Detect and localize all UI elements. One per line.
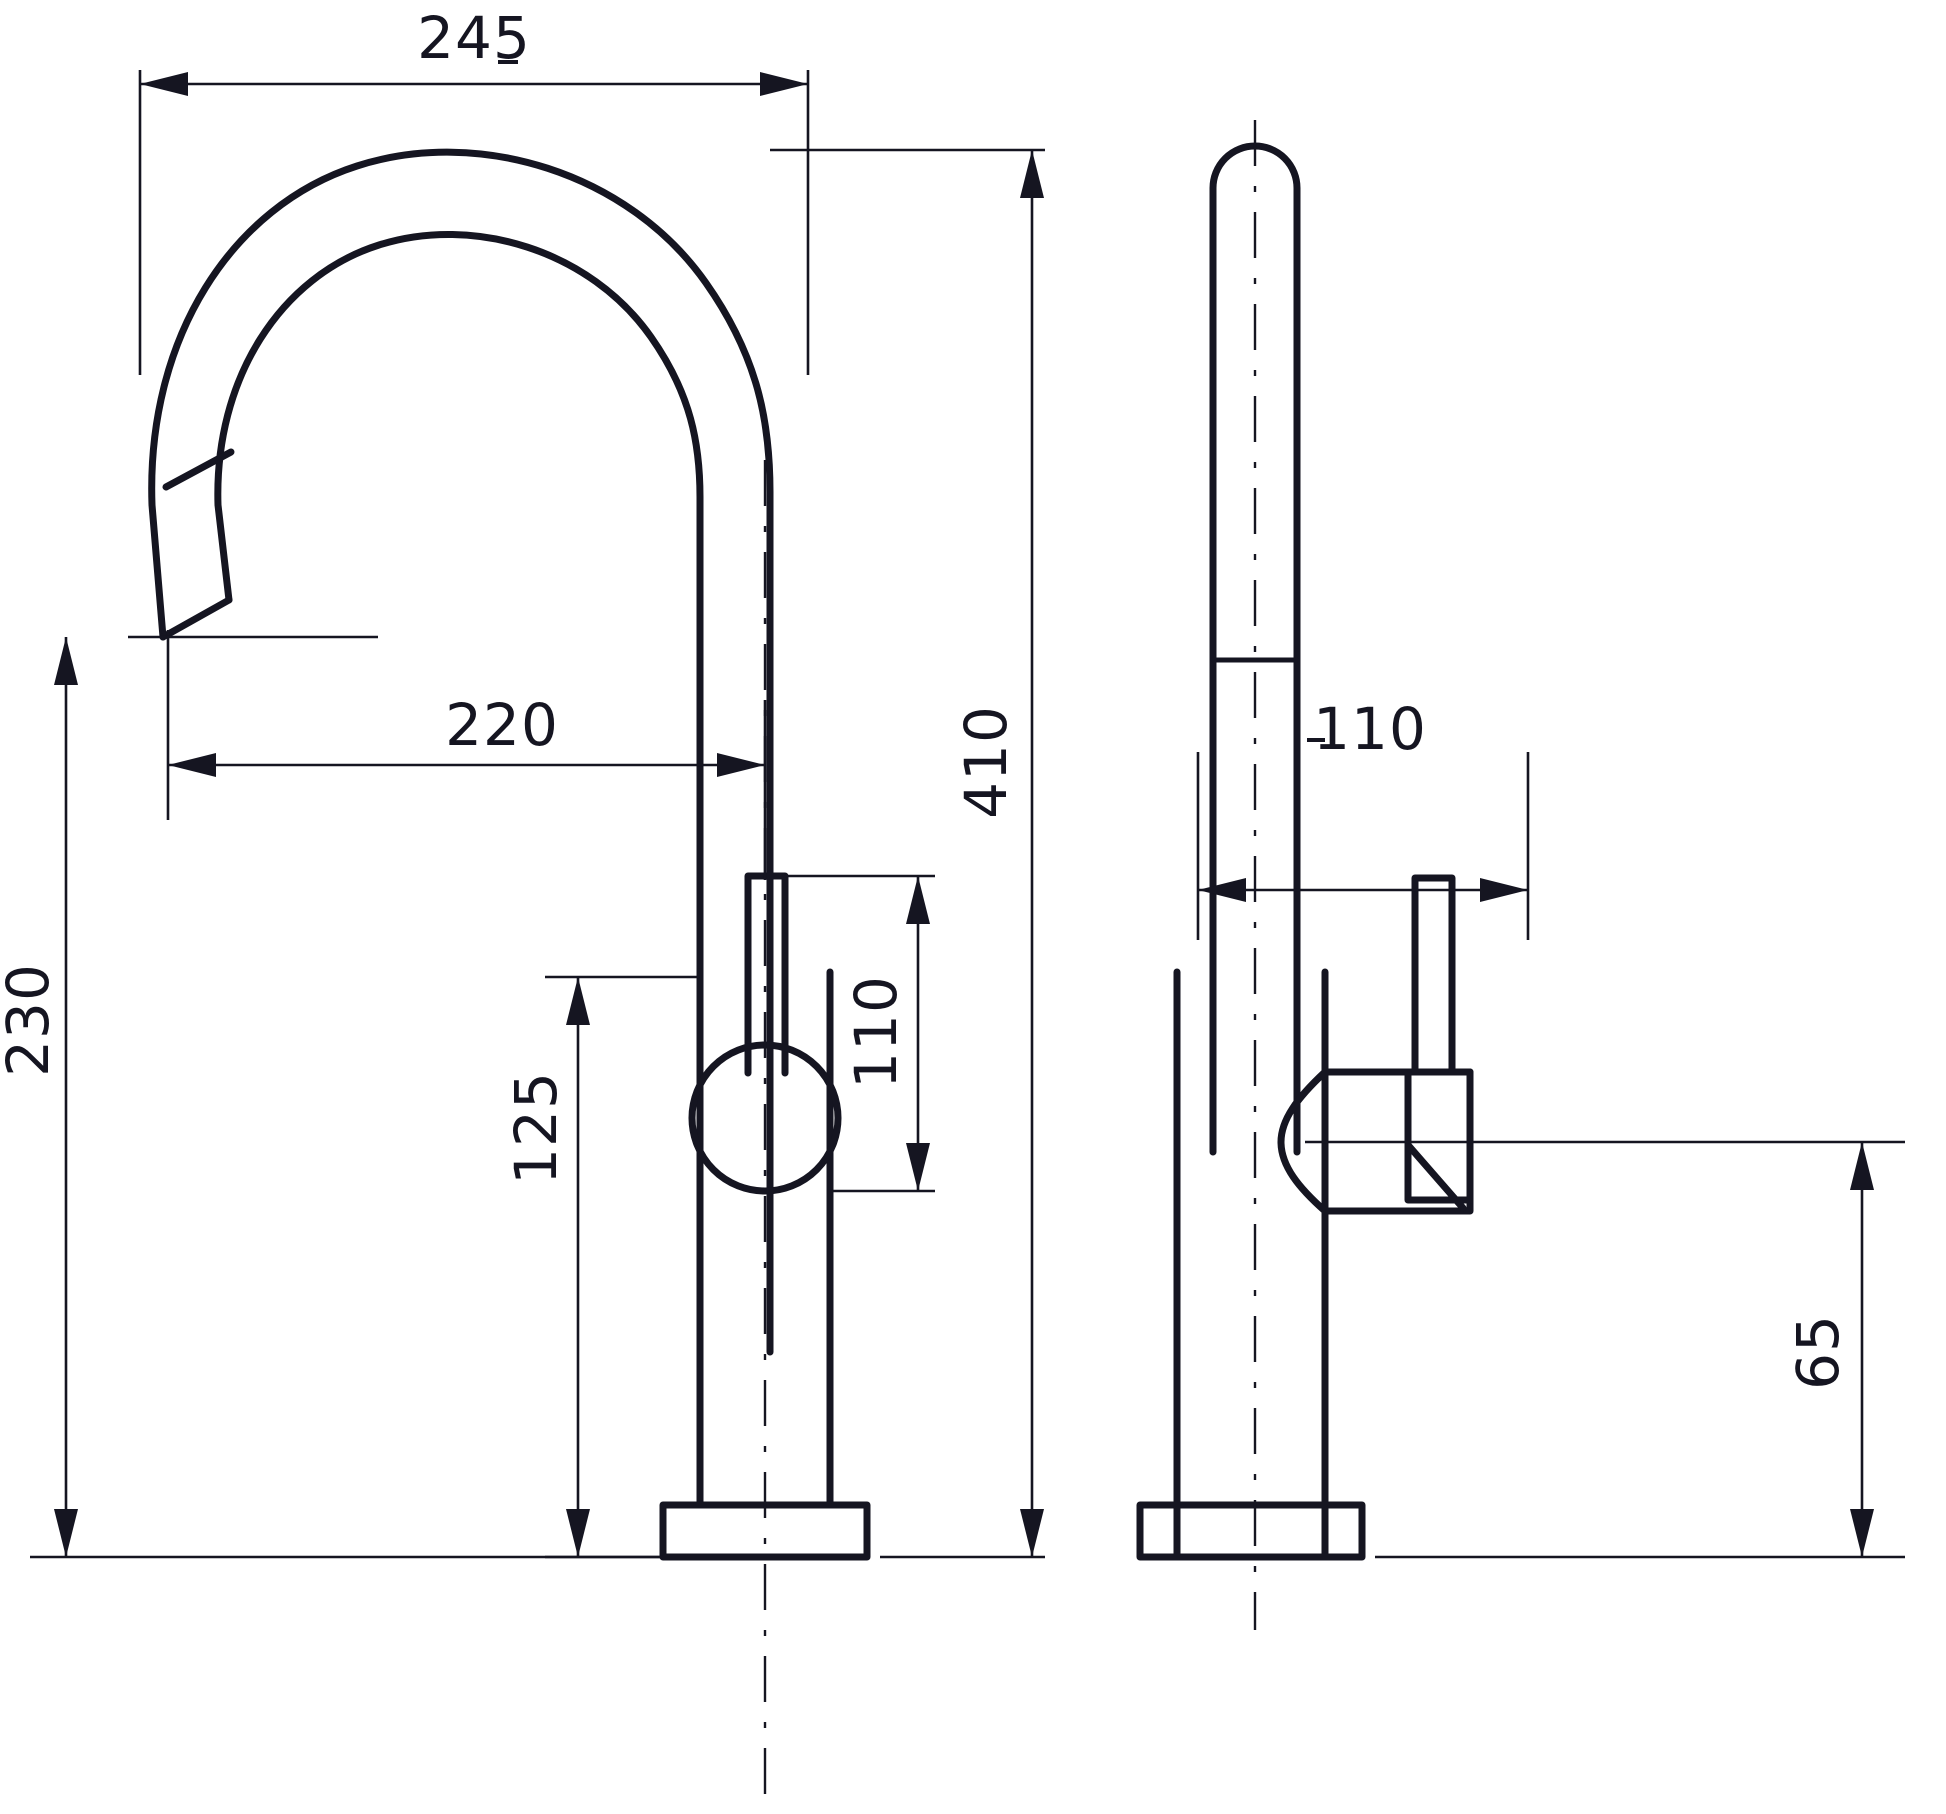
spout-nozzle-collar	[162, 448, 235, 491]
dimension-110-front: 110	[785, 874, 935, 1193]
dim-label-230: 230	[0, 963, 62, 1077]
arrow-125-bottom	[566, 1509, 590, 1557]
arrow-230-top	[54, 637, 78, 685]
side-handle-cam	[1277, 1068, 1474, 1215]
side-view-geometry	[1136, 120, 1905, 1630]
dimension-65: 65	[1375, 1142, 1905, 1559]
arrow-220-right	[717, 753, 765, 777]
spout-outer-curve	[148, 148, 774, 1356]
arrow-65-bottom	[1850, 1509, 1874, 1557]
spout-riser-sleeve	[744, 872, 789, 1077]
dimension-125: 125	[502, 975, 700, 1559]
dimension-220: 220	[166, 630, 767, 880]
dim-label-110-side: 110	[1313, 695, 1427, 763]
dim-label-65: 65	[1784, 1314, 1852, 1390]
side-valve-body	[1173, 968, 1329, 1561]
arrow-245-left	[140, 72, 188, 96]
dimension-230: 230	[0, 635, 663, 1559]
arrow-245-right	[760, 72, 808, 96]
dimension-245: 245	[138, 4, 810, 375]
arrow-110f-bottom	[906, 1143, 930, 1191]
arrow-125-top	[566, 977, 590, 1025]
dim-label-125: 125	[502, 1071, 570, 1185]
side-handle-lever-angle	[1404, 1141, 1467, 1212]
side-handle-lever	[1404, 1068, 1474, 1204]
arrow-110s-left	[1198, 878, 1246, 902]
arrow-230-bottom	[54, 1509, 78, 1557]
dim-label-245: 245	[417, 4, 531, 72]
arrow-410-bottom	[1020, 1509, 1044, 1557]
arrow-110f-top	[906, 876, 930, 924]
side-base-flange	[1136, 1501, 1366, 1561]
arrow-410-top	[1020, 150, 1044, 198]
dim-label-110-front: 110	[842, 975, 910, 1089]
front-view-geometry	[148, 148, 871, 1814]
dim-label-410: 410	[952, 705, 1020, 819]
spout-nozzle-tip	[159, 596, 233, 641]
dimension-110-side: 110	[1196, 695, 1530, 940]
dim-label-220: 220	[445, 691, 559, 759]
spout-inner-curve	[214, 231, 704, 976]
arrow-110s-right	[1480, 878, 1528, 902]
side-handle-stem	[1411, 874, 1456, 1076]
base-flange	[659, 1501, 871, 1561]
arrow-65-top	[1850, 1142, 1874, 1190]
dimension-410: 410	[770, 148, 1045, 1559]
arrow-220-left	[168, 753, 216, 777]
